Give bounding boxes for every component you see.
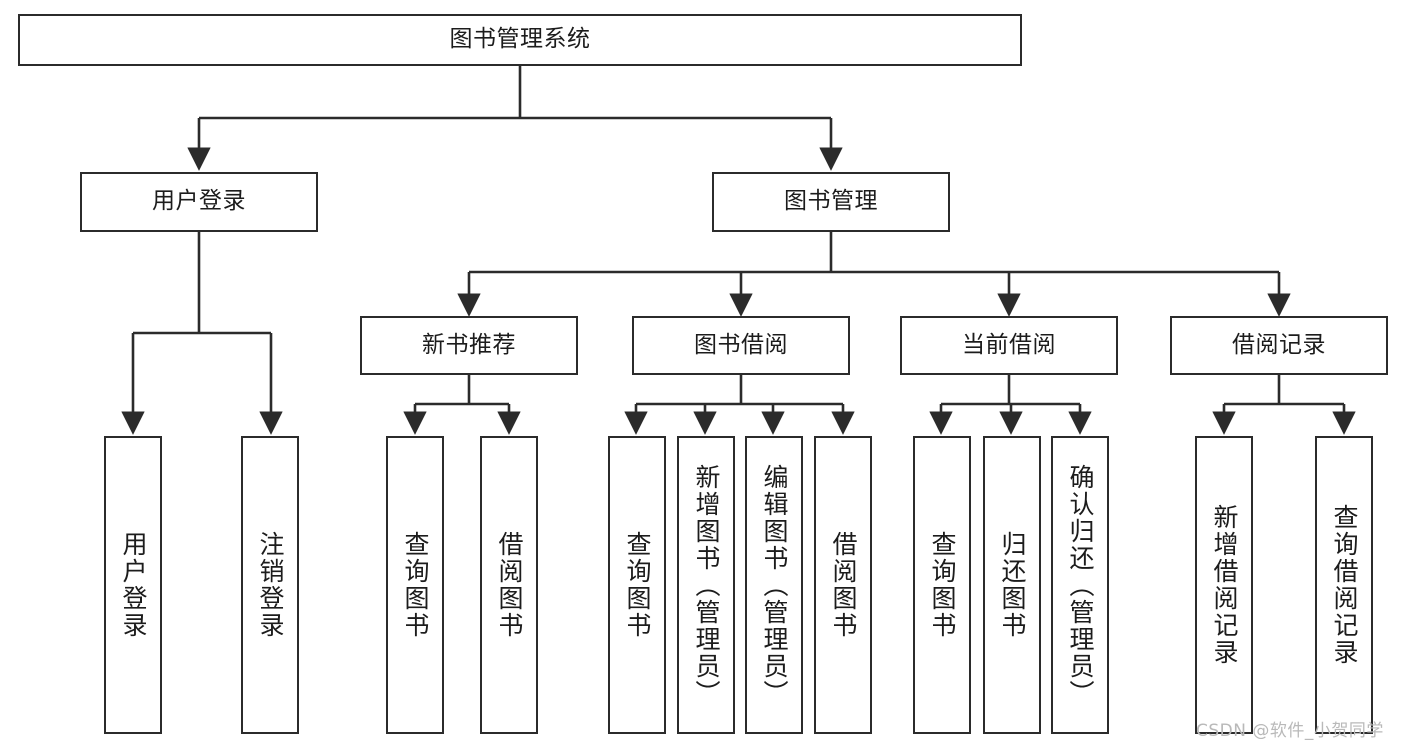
leaf-add-record[interactable]: 新增借阅记录 (1195, 436, 1253, 734)
node-label: 查询图书 (401, 531, 430, 639)
node-book-borrow[interactable]: 图书借阅 (632, 316, 850, 375)
leaf-query-book-3[interactable]: 查询图书 (913, 436, 971, 734)
node-label: 新书推荐 (422, 331, 516, 358)
node-label: 图书借阅 (694, 331, 788, 358)
csdn-watermark: CSDN @软件_小贺同学 (1196, 721, 1384, 741)
node-root-system[interactable]: 图书管理系统 (18, 14, 1022, 66)
node-book-manage[interactable]: 图书管理 (712, 172, 950, 232)
node-label: 编辑图书（管理员） (760, 463, 789, 707)
leaf-query-book-1[interactable]: 查询图书 (386, 436, 444, 734)
leaf-query-book-2[interactable]: 查询图书 (608, 436, 666, 734)
leaf-add-book[interactable]: 新增图书（管理员） (677, 436, 735, 734)
node-borrow-record[interactable]: 借阅记录 (1170, 316, 1388, 375)
node-label: 借阅图书 (495, 531, 524, 639)
node-label: 图书管理 (784, 188, 878, 215)
node-label: 查询借阅记录 (1330, 504, 1359, 666)
node-label: 用户登录 (152, 188, 246, 215)
node-label: 查询图书 (928, 531, 957, 639)
leaf-confirm-return[interactable]: 确认归还（管理员） (1051, 436, 1109, 734)
node-current-borrow[interactable]: 当前借阅 (900, 316, 1118, 375)
node-user-login[interactable]: 用户登录 (80, 172, 318, 232)
node-label: 借阅图书 (829, 531, 858, 639)
node-label: 借阅记录 (1232, 331, 1326, 358)
leaf-logout-login[interactable]: 注销登录 (241, 436, 299, 734)
leaf-edit-book[interactable]: 编辑图书（管理员） (745, 436, 803, 734)
node-label: 当前借阅 (962, 331, 1056, 358)
node-label: 新增借阅记录 (1210, 504, 1239, 666)
leaf-borrow-book-2[interactable]: 借阅图书 (814, 436, 872, 734)
leaf-query-record[interactable]: 查询借阅记录 (1315, 436, 1373, 734)
node-label: 注销登录 (256, 531, 285, 639)
node-label: 归还图书 (998, 531, 1027, 639)
node-label: 查询图书 (623, 531, 652, 639)
node-label: 用户登录 (119, 531, 148, 639)
leaf-user-login[interactable]: 用户登录 (104, 436, 162, 734)
node-new-book-recommend[interactable]: 新书推荐 (360, 316, 578, 375)
node-label: 确认归还（管理员） (1066, 463, 1095, 707)
leaf-return-book[interactable]: 归还图书 (983, 436, 1041, 734)
node-label: 新增图书（管理员） (692, 463, 721, 707)
leaf-borrow-book-1[interactable]: 借阅图书 (480, 436, 538, 734)
node-label: 图书管理系统 (449, 26, 591, 53)
